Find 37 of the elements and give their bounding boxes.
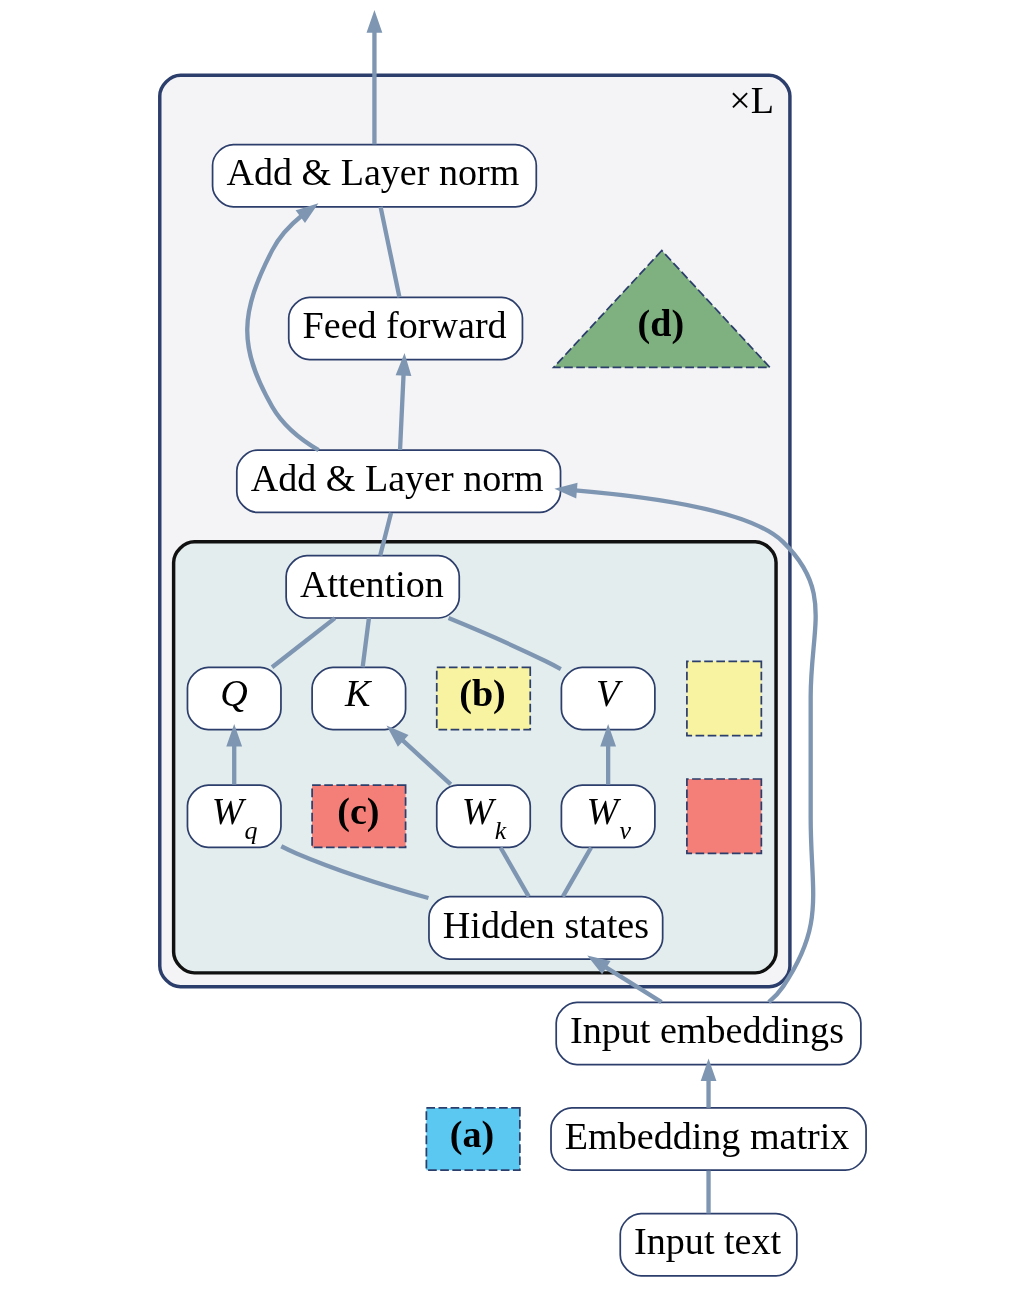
node-box: W$_{k}$: [435, 784, 531, 849]
node-box: Input text: [618, 1212, 798, 1277]
node-box: Hidden states: [427, 895, 664, 960]
arrow: [244, 203, 320, 452]
node-box: V: [560, 666, 656, 731]
connector: [560, 846, 593, 898]
node-box: (a): [425, 1107, 521, 1172]
arrow: [553, 482, 818, 1004]
connector: [377, 512, 393, 557]
connector: [360, 617, 371, 668]
arrow: [586, 955, 663, 1005]
connector: [447, 616, 562, 671]
node-box: [685, 778, 762, 855]
node-box: (c): [310, 784, 406, 849]
arrow: [700, 1058, 716, 1108]
node-box: Embedding matrix: [549, 1107, 867, 1172]
node-box: K: [310, 666, 406, 731]
node-box: [685, 660, 762, 737]
node-box: Q: [186, 666, 282, 731]
connector: [270, 616, 336, 669]
connector: [705, 1170, 711, 1214]
connector: [498, 846, 531, 898]
arrow: [395, 353, 411, 451]
node-box: Add & Layer norm: [211, 143, 537, 208]
arrow: [599, 723, 616, 785]
node-box: (b): [435, 666, 531, 731]
node-box: W$_{q}$: [186, 784, 282, 849]
connector: [377, 206, 402, 298]
arrow: [225, 723, 242, 785]
node-box: Attention: [284, 554, 460, 619]
arrow: [366, 10, 382, 145]
node-box: Input embeddings: [554, 1001, 862, 1066]
node-box: Feed forward: [287, 296, 523, 361]
node-box: W$_{v}$: [560, 784, 656, 849]
node-box: Add & Layer norm: [235, 449, 561, 514]
connector: [279, 844, 429, 901]
arrow: [386, 725, 452, 787]
